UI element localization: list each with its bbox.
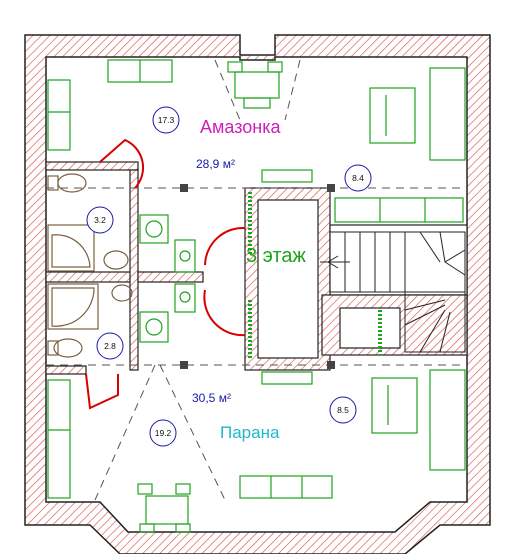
tag-19-2-label: 19.2 (155, 428, 172, 438)
staircase (320, 231, 466, 353)
tag-17-3 (152, 106, 180, 134)
exterior-walls (24, 34, 491, 554)
tag-8-5-label: 8.5 (337, 405, 349, 415)
room-area-parana: 30,5 м² (192, 391, 231, 405)
area-tags (86, 106, 372, 447)
tag-3-2 (86, 206, 114, 234)
column-markers (180, 184, 335, 369)
tag-8-4-label: 8.4 (352, 173, 364, 183)
area-tag-labels: 17.3 8.4 3.2 2.8 8.5 19.2 (94, 115, 364, 438)
room-area-amazonka: 28,9 м² (196, 157, 235, 171)
furniture (47, 59, 466, 533)
tag-2-8 (96, 332, 124, 360)
room-name-amazonka: Амазонка (200, 117, 281, 137)
bathroom-fixtures (47, 173, 133, 358)
tag-8-5 (329, 396, 357, 424)
tag-19-2 (149, 419, 177, 447)
tag-2-8-label: 2.8 (104, 341, 116, 351)
room-name-parana: Парана (220, 423, 280, 442)
doors (85, 138, 246, 410)
room-dividers (46, 59, 467, 501)
tag-17-3-label: 17.3 (158, 115, 175, 125)
tag-8-4 (344, 164, 372, 192)
tag-3-2-label: 3.2 (94, 215, 106, 225)
floor-title: 3 этаж (246, 245, 307, 267)
